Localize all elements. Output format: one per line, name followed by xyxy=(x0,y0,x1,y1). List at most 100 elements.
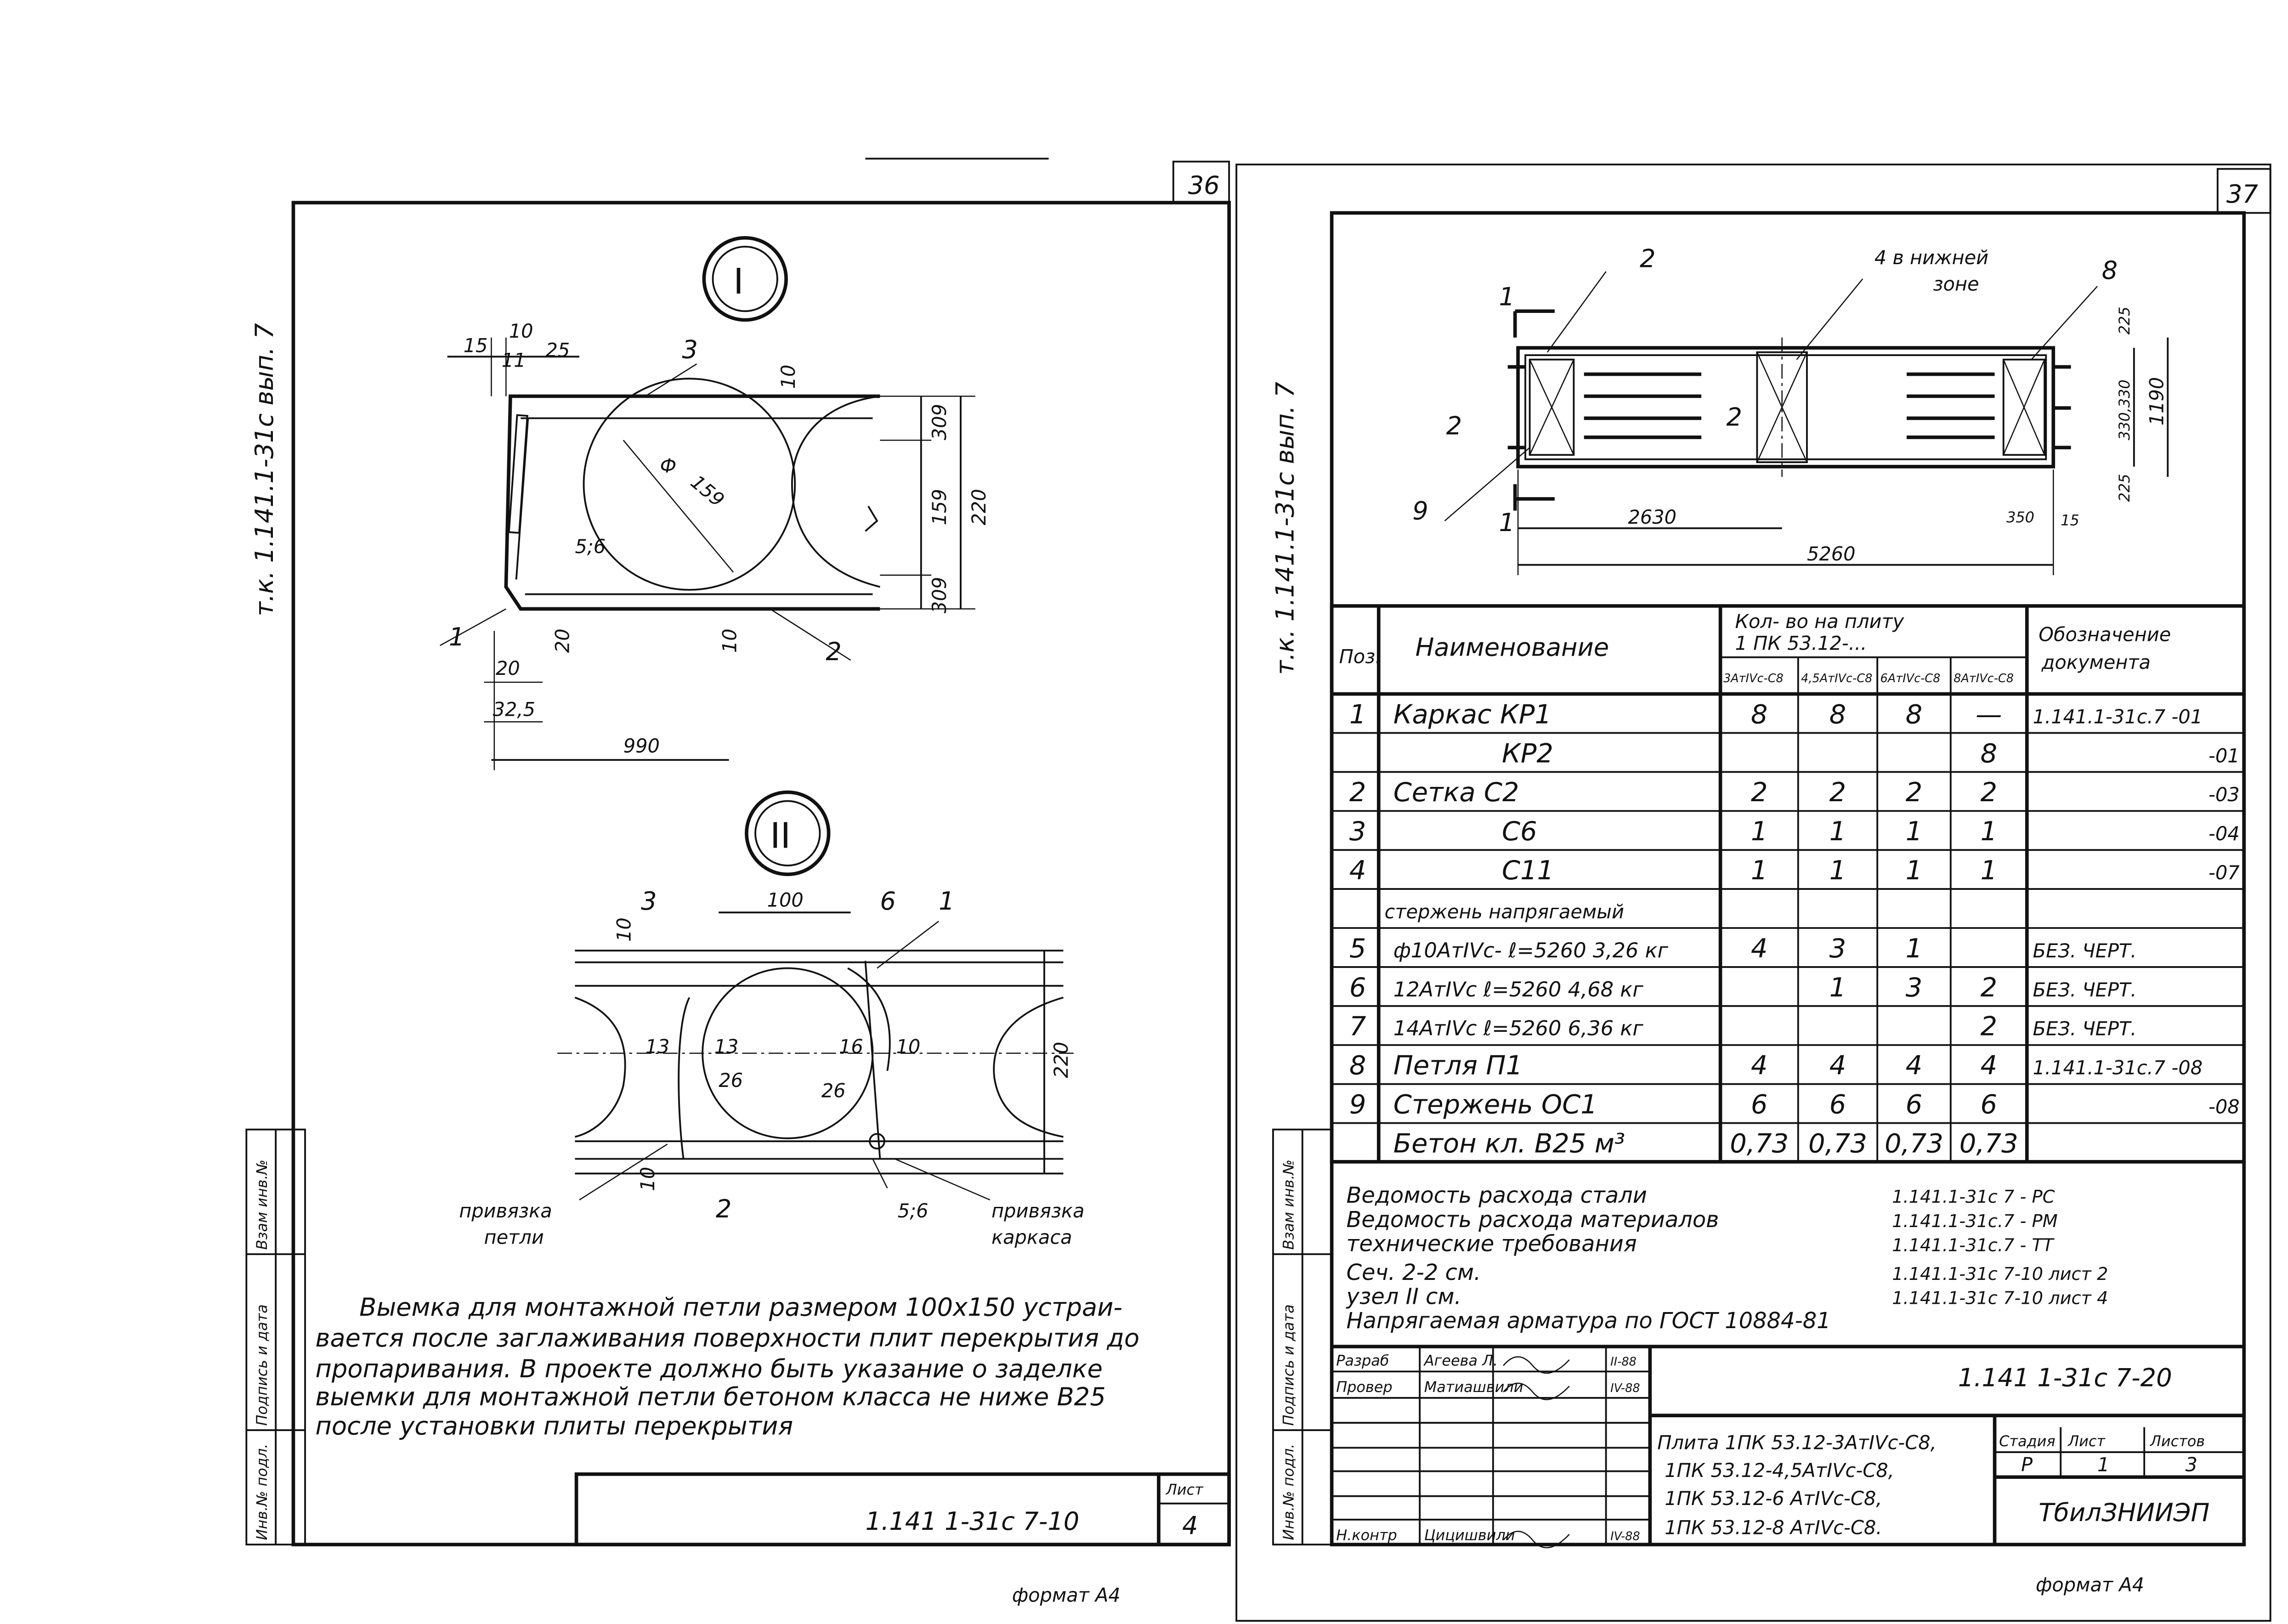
signature-mark xyxy=(1503,1382,1570,1400)
dim-label: 13 xyxy=(646,1036,670,1058)
cell-doc: -07 xyxy=(2209,861,2240,884)
cell-qty: 2 xyxy=(1829,777,1846,808)
cell-qty: 4 xyxy=(1751,1050,1768,1081)
note-ref: 1.141.1-31с.7 - РМ xyxy=(1892,1211,2058,1232)
col-header-name: Наименование xyxy=(1416,633,1609,662)
sheet-label: Лист xyxy=(1166,1481,1204,1499)
cell-doc: БЕЗ. ЧЕРТ. xyxy=(2033,979,2137,1001)
note-line: после установки плиты перекрытия xyxy=(315,1412,793,1441)
callout-1: 1 xyxy=(939,887,955,916)
callout-6: 6 xyxy=(880,887,896,916)
right-doc-code: 1.141 1-31с 7-20 xyxy=(1958,1363,2172,1392)
cell-qty: 4 xyxy=(1980,1050,1997,1081)
cell-qty: 4 xyxy=(1829,1050,1846,1081)
callout-3: 3 xyxy=(641,887,657,916)
cell-qty: 1 xyxy=(1906,933,1923,964)
cell-qty: 2 xyxy=(1980,972,1997,1003)
cell-doc: БЕЗ. ЧЕРТ. xyxy=(2033,939,2137,962)
note-item: узел II см.1.141.1-31с 7-10 лист 4 xyxy=(1346,1284,2108,1310)
cell-qty: 6 xyxy=(1829,1089,1846,1120)
cell-qty: 3 xyxy=(1906,972,1923,1003)
callout-3: 3 xyxy=(682,335,698,364)
strip-label-inv: Инв.№ подл. xyxy=(1280,1443,1297,1540)
cell-qty: 0,73 xyxy=(1730,1128,1789,1159)
cell-doc: 1.141.1-31с.7 -08 xyxy=(2033,1057,2203,1079)
cell-qty: 3 xyxy=(1829,933,1846,964)
sheet-number: 4 xyxy=(1182,1511,1198,1540)
note-text: Сеч. 2-2 см. xyxy=(1347,1260,1481,1285)
cell-pos: 2 xyxy=(1349,777,1366,808)
callout-frame: привязка xyxy=(991,1200,1084,1222)
sheets-label: Листов xyxy=(2150,1432,2205,1450)
node-2-label: II xyxy=(770,816,791,857)
callout-4: 4 в нижней xyxy=(1875,246,1988,269)
cell-qty: 2 xyxy=(1980,777,1997,808)
cell-pos: 8 xyxy=(1349,1050,1366,1081)
dim-label: 15 xyxy=(2061,511,2079,529)
signer-date: II-88 xyxy=(1610,1355,1637,1369)
dim-label: 1190 xyxy=(2146,377,2168,426)
signature-mark xyxy=(1503,1356,1570,1374)
cell-qty: 2 xyxy=(1751,777,1768,808)
signer-role: Разраб xyxy=(1336,1352,1389,1369)
cell-qty: 6 xyxy=(1980,1089,1997,1120)
section-mark-1: 1 xyxy=(1499,283,1515,311)
signer-name: Агеева Л. xyxy=(1423,1352,1498,1369)
cell-qty: 1 xyxy=(1751,816,1768,847)
dim-label: 5260 xyxy=(1807,543,1856,565)
dim-label: 26 xyxy=(821,1079,846,1102)
cell-name: Стержень ОС1 xyxy=(1393,1089,1597,1120)
cell-qty: 6 xyxy=(1751,1089,1768,1120)
signer-role: Н.контр xyxy=(1336,1526,1397,1544)
signature-mark xyxy=(1503,1531,1570,1549)
cell-qty: 8 xyxy=(1829,699,1846,730)
left-stamp: 1.141 1-31с 7-10 Лист 4 xyxy=(574,1472,1231,1546)
note-text: Ведомость расхода материалов xyxy=(1347,1207,1719,1233)
dim-label: 10 xyxy=(613,917,635,942)
left-sheet: 36 т.к. 1.141.1-31с вып. 7 Инв.№ подл. П… xyxy=(245,158,1231,1607)
cell-name: 12AтIVc ℓ=5260 4,68 кг xyxy=(1393,978,1644,1002)
dim-label: 13 xyxy=(714,1036,739,1058)
strip-label-sign: Подпись и дата xyxy=(1280,1304,1297,1426)
cell-doc: -08 xyxy=(2209,1096,2240,1118)
cell-doc: -01 xyxy=(2209,744,2240,767)
dim-label: 350 xyxy=(2006,509,2034,526)
callout-2: 2 xyxy=(1640,244,1656,273)
dim-label: 2630 xyxy=(1628,506,1676,528)
cell-qty: 8 xyxy=(1906,699,1923,730)
cell-qty: 1 xyxy=(1980,855,1997,886)
cell-qty: 1 xyxy=(1829,855,1846,886)
cell-name: С11 xyxy=(1502,855,1554,886)
note-line: пропаривания. В проекте должно быть указ… xyxy=(315,1354,1103,1383)
sheet-title-line: 1ПК 53.12-4,5AтIVc-C8, xyxy=(1665,1459,1894,1482)
dim-label: 16 xyxy=(839,1036,863,1058)
cell-qty: 1 xyxy=(1829,816,1846,847)
callout-8: 8 xyxy=(2102,256,2118,285)
cell-qty: 1 xyxy=(1751,855,1768,886)
cell-qty: 8 xyxy=(1751,699,1768,730)
node-2-marker: II xyxy=(745,790,831,877)
signer-name: Матиашвили xyxy=(1424,1378,1523,1396)
dim-label: Ф xyxy=(660,454,677,477)
stage-value: Р xyxy=(2021,1453,2033,1476)
note-ref: 1.141.1-31с 7-10 лист 2 xyxy=(1892,1264,2108,1284)
signer-row: Разраб Агеева Л. II-88 xyxy=(1336,1352,1637,1374)
strip-label-replace: Взам инв.№ xyxy=(253,1160,271,1250)
subcol-header: 3AтIVc-C8 xyxy=(1723,672,1784,685)
cell-qty: 8 xyxy=(1980,738,1997,769)
right-side-label: т.к. 1.141.1-31с вып. 7 xyxy=(1271,381,1300,675)
left-side-label: т.к. 1.141.1-31с вып. 7 xyxy=(250,323,279,617)
note-ref: 1.141.1-31с.7 - ТТ xyxy=(1892,1235,2055,1256)
dim-label: 309 xyxy=(928,577,951,613)
sheet-label: Лист xyxy=(2067,1432,2106,1450)
